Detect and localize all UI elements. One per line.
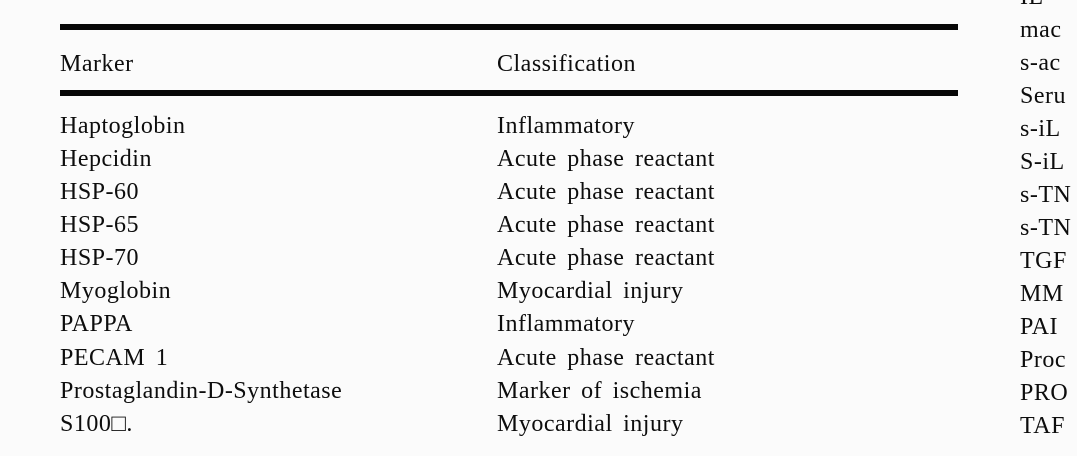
adjacent-text-fragment: TAF — [1020, 412, 1065, 439]
classification-cell: Acute phase reactant — [497, 245, 715, 272]
adjacent-text-fragment: MM — [1020, 280, 1064, 307]
classification-cell: Myocardial injury — [497, 410, 684, 437]
adjacent-text-fragment: IL — [1020, 0, 1071, 14]
table-row: PECAM 1 Acute phase reactant — [60, 341, 958, 374]
marker-cell: HSP-65 — [60, 211, 140, 238]
table-row: HSP-60 Acute phase reactant — [60, 176, 958, 209]
adjacent-text-column-clipped: IL mac s-ac Seru s-iL S-iL s-TN s-TN TGF… — [1020, 0, 1071, 443]
table-top-rule — [60, 24, 958, 30]
classification-cell: Inflammatory — [497, 112, 635, 139]
table-header-row: Marker Classification — [60, 47, 958, 81]
table-row: HSP-65 Acute phase reactant — [60, 209, 958, 242]
table-row: HSP-70 Acute phase reactant — [60, 242, 958, 275]
adjacent-text-fragment: s-iL — [1020, 115, 1061, 142]
marker-cell: PAPPA — [60, 311, 133, 338]
marker-cell: HSP-70 — [60, 245, 140, 272]
adjacent-text-fragment: S-iL — [1020, 148, 1065, 175]
classification-cell: Acute phase reactant — [497, 145, 715, 172]
adjacent-text-fragment: PRO — [1020, 379, 1069, 406]
adjacent-text-fragment: Proc — [1020, 346, 1066, 373]
marker-cell: Hepcidin — [60, 145, 152, 172]
adjacent-text-fragment: PAI — [1020, 313, 1058, 340]
table-row: Haptoglobin Inflammatory — [60, 110, 958, 143]
adjacent-text-fragment: s-TN — [1020, 214, 1072, 241]
table-row: Myoglobin Myocardial injury — [60, 275, 958, 308]
marker-cell: Prostaglandin-D-Synthetase — [60, 377, 343, 404]
marker-cell: Haptoglobin — [60, 112, 186, 139]
classification-cell: Inflammatory — [497, 311, 635, 338]
table-row: PAPPA Inflammatory — [60, 308, 958, 341]
marker-cell: PECAM 1 — [60, 344, 169, 371]
table-row: Hepcidin Acute phase reactant — [60, 143, 958, 176]
classification-cell: Acute phase reactant — [497, 178, 715, 205]
classification-cell: Myocardial injury — [497, 278, 684, 305]
table-row: S100□. Myocardial injury — [60, 408, 958, 441]
classification-column-header: Classification — [497, 50, 636, 77]
marker-cell: Myoglobin — [60, 278, 172, 305]
adjacent-text-fragment: s-TN — [1020, 181, 1072, 208]
adjacent-text-fragment: TGF — [1020, 247, 1067, 274]
table-body: Haptoglobin Inflammatory Hepcidin Acute … — [60, 110, 958, 441]
marker-classification-table: Marker Classification Haptoglobin Inflam… — [60, 0, 958, 456]
classification-cell: Marker of ischemia — [497, 377, 702, 404]
table-row: Prostaglandin-D-Synthetase Marker of isc… — [60, 375, 958, 408]
marker-cell: S100□. — [60, 410, 133, 437]
marker-column-header: Marker — [60, 50, 134, 77]
adjacent-text-fragment: s-ac — [1020, 49, 1061, 76]
marker-cell: HSP-60 — [60, 178, 140, 205]
classification-cell: Acute phase reactant — [497, 344, 715, 371]
classification-cell: Acute phase reactant — [497, 211, 715, 238]
adjacent-text-fragment: Seru — [1020, 82, 1066, 109]
adjacent-text-fragment: mac — [1020, 16, 1062, 43]
table-header-rule — [60, 90, 958, 96]
